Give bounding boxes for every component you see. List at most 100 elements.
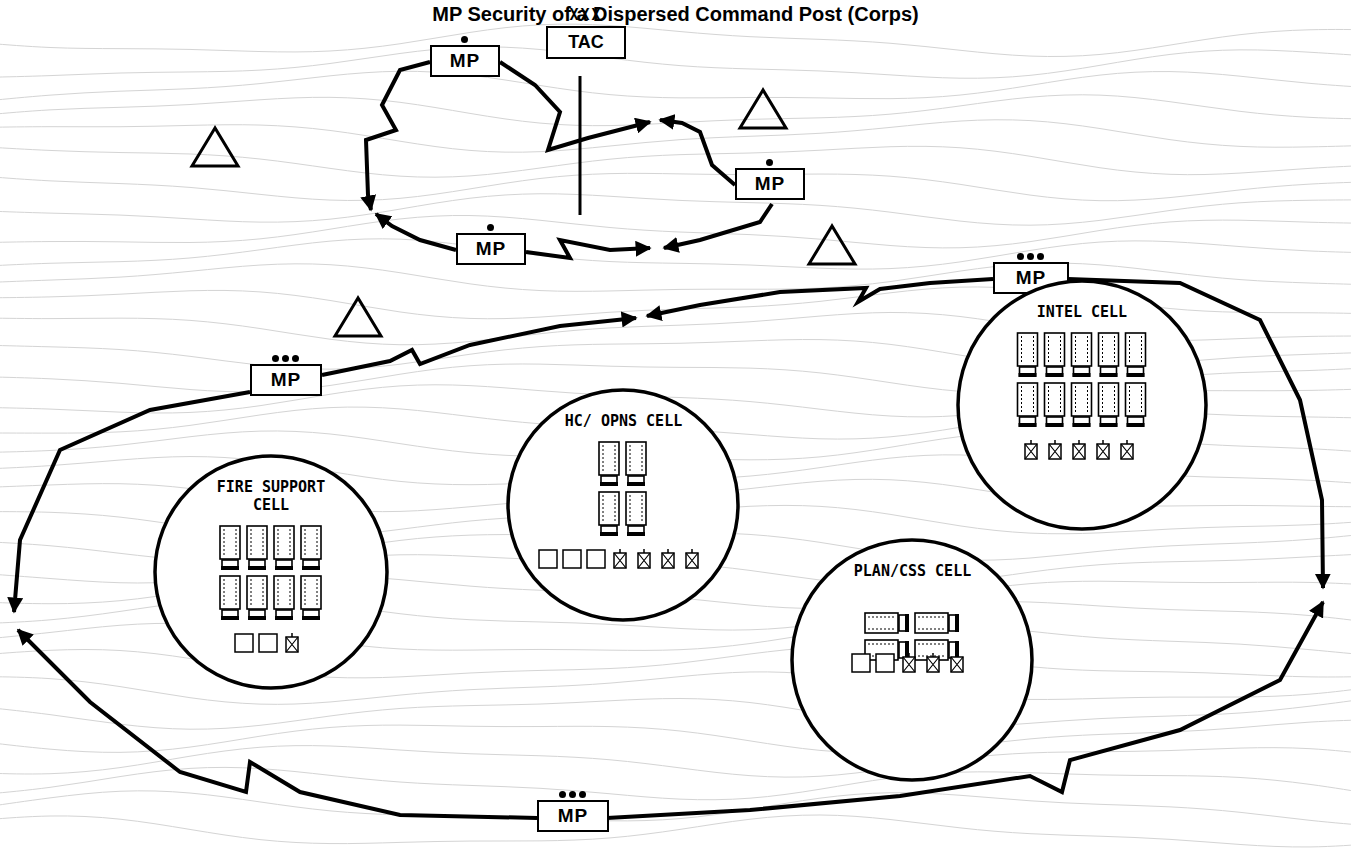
triangle-symbol [192,128,238,166]
terrain-contour [0,746,1351,778]
tent-symbol [259,634,277,652]
vehicle-icon [247,526,267,570]
tent-symbol [539,550,557,568]
vehicle-icon [1072,333,1092,377]
terrain-contour [0,239,1351,269]
mp-unit-box: MP [430,45,500,77]
cell-border [958,281,1206,529]
cell-circle: HC/ OPNS CELL [506,388,740,622]
unit-size-dot [569,791,576,798]
terrain-contour [0,672,1351,704]
cell-border [508,390,738,620]
patrol-route [366,62,430,210]
patrol-routes [14,62,1323,818]
tent-symbol [852,654,870,672]
vehicle-icon [865,613,909,633]
unit-size-dot [461,36,468,43]
cell-circle: FIRE SUPPORT CELL [153,454,389,690]
unit-label: MP [747,173,793,195]
mp-unit-box: MP [537,800,609,832]
generator-symbol [927,653,939,672]
vehicle-icon [626,492,646,536]
vehicle-icon [1018,383,1038,427]
generator-symbol [1097,440,1109,459]
vehicle-icon [301,526,321,570]
cell-circle: INTEL CELL [956,279,1208,531]
vehicle-icon [247,576,267,620]
terrain-contour [0,215,1351,247]
vehicle-group [1018,333,1146,459]
vehicle-icon [915,613,959,633]
patrol-route [376,214,456,250]
unit-label: MP [549,805,597,827]
cell-label: INTEL CELL [1004,303,1160,321]
patrol-route [526,240,650,258]
vehicle-group [852,613,963,672]
vehicle-icon [1045,333,1065,377]
unit-size-dot [766,159,773,166]
echelon-symbol: XXX [546,6,626,26]
triangle-symbol [335,298,381,336]
vehicle-icon [1099,383,1119,427]
unit-label: MP [442,50,488,72]
patrol-route [322,318,636,375]
generator-symbol [614,549,626,568]
vehicle-group [539,442,698,568]
triangle-symbol [809,226,855,264]
tac-flag: XXXTAC [546,6,626,59]
unit-size-dot [579,791,586,798]
generator-symbol [903,653,915,672]
vehicle-icon [220,526,240,570]
generator-symbol [1121,440,1133,459]
tent-symbol [587,550,605,568]
observation-triangles [192,90,855,336]
unit-size-dot [1027,253,1034,260]
generator-symbol [951,653,963,672]
unit-size-dot [559,791,566,798]
vehicle-group [220,526,321,652]
cell-label: FIRE SUPPORT CELL [198,478,344,514]
cell-border [155,456,387,688]
terrain-contour [0,47,1351,78]
patrol-route [660,120,735,185]
vehicle-icon [599,442,619,486]
tent-symbol [235,634,253,652]
patrol-route [647,279,993,316]
flag-label: TAC [546,26,626,59]
vehicle-icon [1018,333,1038,377]
diagram-title: MP Security of a Dispersed Command Post … [0,3,1351,26]
unit-size-dot [282,355,289,362]
vehicle-icon [274,576,294,620]
cell-circle: PLAN/CSS CELL [790,538,1034,782]
unit-size-dot [487,224,494,231]
vehicle-icon [1126,383,1146,427]
tent-symbol [563,550,581,568]
vehicle-icon [1126,333,1146,377]
vehicle-icon [599,492,619,536]
unit-size-dot [1037,253,1044,260]
terrain-contour [0,173,1351,200]
generator-symbol [662,549,674,568]
vehicle-icon [1099,333,1119,377]
patrol-route [664,204,772,248]
generator-symbol [1073,440,1085,459]
unit-label: MP [262,369,310,391]
generator-symbol [638,549,650,568]
vehicle-icon [301,576,321,620]
unit-size-dot [1017,253,1024,260]
generator-symbol [1049,440,1061,459]
terrain-contour [0,815,1351,847]
terrain-contour [0,24,1351,56]
generator-symbol [1025,440,1037,459]
unit-label: MP [468,238,514,260]
triangle-symbol [740,90,786,128]
cell-border [792,540,1032,780]
cell-label: PLAN/CSS CELL [837,562,988,580]
terrain-contour [0,263,1351,291]
mp-unit-box: MP [735,168,805,200]
vehicle-icon [626,442,646,486]
terrain-contour [0,719,1351,752]
vehicle-icon [274,526,294,570]
unit-size-dot [292,355,299,362]
